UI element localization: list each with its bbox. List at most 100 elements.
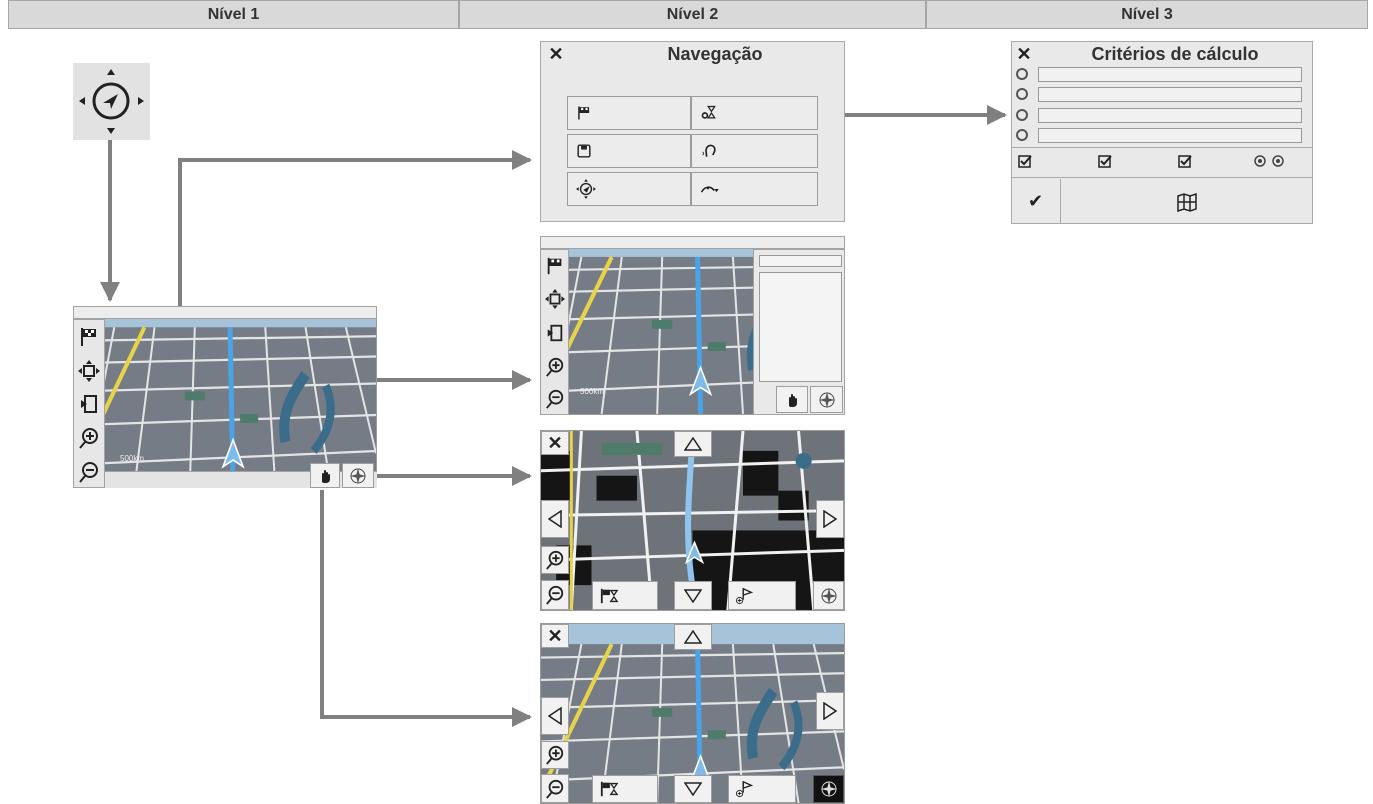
enter-icon (81, 395, 97, 413)
zoom-in-button[interactable] (542, 354, 567, 379)
add-waypoint-button[interactable] (728, 581, 796, 610)
position-button[interactable] (567, 172, 691, 206)
radio-option-field (1038, 108, 1302, 123)
destination-flag-button[interactable] (75, 323, 103, 351)
pan-right-button[interactable] (816, 500, 844, 538)
compass-button[interactable] (810, 386, 843, 413)
enter-button[interactable] (75, 390, 103, 418)
triangle-up-icon (684, 437, 702, 451)
level1-side-toolbar (73, 319, 105, 488)
level1-top-bar (73, 306, 377, 319)
confirm-button[interactable]: ✔ (1011, 179, 1061, 224)
zoom-out-icon (546, 779, 564, 799)
set-destination-button[interactable] (592, 581, 658, 610)
route-settings-button[interactable] (691, 96, 818, 130)
enter-icon (547, 324, 562, 341)
zoom-out-icon (546, 585, 564, 605)
level2-pan-top-view-screen (540, 430, 845, 611)
pan-up-button[interactable] (674, 624, 712, 650)
pan-down-button[interactable] (674, 775, 712, 803)
add-waypoint-button[interactable] (728, 775, 796, 803)
radio-button[interactable] (1016, 109, 1028, 121)
map-view-button[interactable] (1061, 179, 1313, 224)
triangle-left-icon (548, 707, 562, 725)
radio-button[interactable] (1016, 88, 1028, 100)
checkered-flag-icon (578, 106, 590, 120)
header-level-2: Nível 2 (459, 0, 926, 29)
destination-button[interactable] (567, 96, 691, 130)
zoom-in-button[interactable] (541, 546, 569, 574)
pan-right-button[interactable] (816, 692, 844, 730)
destination-waypoint-icon (600, 781, 619, 797)
route-deviation-button[interactable] (691, 172, 818, 206)
close-icon[interactable]: ✕ (548, 44, 564, 64)
compass-button[interactable] (342, 463, 374, 488)
triangle-left-icon (548, 510, 562, 528)
level1-bottom-bar (105, 471, 377, 488)
radio-option-field (1038, 67, 1302, 82)
header-level-3: Nível 3 (926, 0, 1368, 29)
voice-command-button[interactable] (691, 134, 818, 168)
zoom-out-button[interactable] (75, 458, 103, 486)
save-disk-icon (577, 144, 591, 158)
level1-map-screen (73, 306, 377, 488)
triangle-down-icon (684, 782, 702, 796)
screen-top-bar (540, 236, 845, 249)
hand-icon (789, 393, 797, 407)
zoom-out-button[interactable] (542, 386, 567, 411)
radio-pair-icon (1254, 155, 1284, 167)
close-icon[interactable]: ✕ (1016, 44, 1032, 64)
set-destination-button[interactable] (592, 775, 658, 803)
zoom-in-button[interactable] (75, 424, 103, 452)
close-icon[interactable]: ✕ (541, 431, 569, 455)
zoom-out-button[interactable] (541, 774, 569, 803)
zoom-out-button[interactable] (541, 580, 569, 610)
pan-hand-button[interactable] (776, 386, 808, 413)
info-field (759, 255, 842, 267)
radio-button[interactable] (1016, 129, 1028, 141)
enter-button[interactable] (542, 320, 567, 345)
compass-icon (818, 391, 835, 408)
radio-option-field (1038, 128, 1302, 143)
map-scale: 500km (120, 454, 145, 463)
radio-button[interactable] (1016, 68, 1028, 80)
pan-up-button[interactable] (674, 431, 712, 457)
navigation-compass-icon (79, 69, 144, 134)
pan-left-button[interactable] (541, 697, 569, 735)
compass-icon (350, 467, 366, 484)
screen-side-toolbar (540, 249, 569, 415)
add-flag-icon (736, 587, 754, 604)
triangle-up-icon (684, 630, 702, 644)
checkbox-icon (1098, 155, 1112, 168)
zoom-in-icon (545, 357, 563, 377)
navigation-start-button[interactable] (73, 63, 150, 140)
destination-flag-button[interactable] (542, 253, 567, 278)
checkbox-option-2[interactable] (1095, 151, 1115, 171)
compass-button[interactable] (813, 581, 844, 610)
pan-hand-button[interactable] (310, 463, 340, 488)
zoom-in-button[interactable] (541, 741, 569, 769)
pan-left-button[interactable] (541, 500, 569, 538)
triangle-right-icon (823, 510, 837, 528)
add-flag-icon (736, 780, 754, 798)
close-icon[interactable]: ✕ (541, 624, 569, 648)
header-level-1: Nível 1 (8, 0, 459, 29)
compass-button[interactable] (813, 775, 844, 803)
checkbox-option-1[interactable] (1015, 151, 1035, 171)
pan-down-button[interactable] (674, 581, 712, 610)
checkbox-icon (1178, 155, 1192, 168)
map-grid-icon (1177, 192, 1197, 212)
save-button[interactable] (567, 134, 691, 168)
triangle-down-icon (684, 588, 702, 603)
zoom-out-icon (79, 462, 98, 483)
route-settings-icon (701, 105, 716, 119)
move-map-button[interactable] (542, 286, 567, 311)
checkbox-option-3[interactable] (1175, 151, 1195, 171)
compass-icon (820, 587, 837, 604)
info-box (759, 272, 842, 382)
radio-pair-option[interactable] (1250, 151, 1290, 171)
zoom-in-icon (546, 550, 564, 570)
move-map-button[interactable] (75, 357, 103, 385)
zoom-in-icon (79, 428, 98, 449)
destination-waypoint-icon (600, 588, 619, 603)
